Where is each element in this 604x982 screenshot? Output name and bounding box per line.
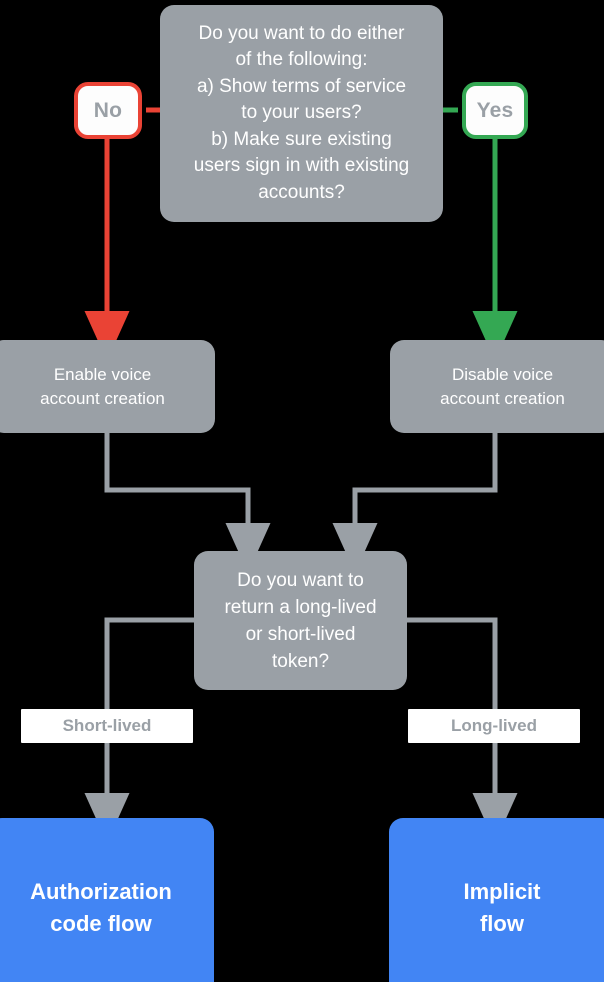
edge-badge-yes-label: Yes bbox=[476, 98, 514, 122]
edge-badge-yes[interactable]: Yes bbox=[462, 82, 528, 139]
decision-node-token-lifetime[interactable]: Do you want to return a long-lived or sh… bbox=[194, 551, 407, 690]
edge-label-short-lived: Short-lived bbox=[21, 709, 193, 743]
edge-badge-no-label: No bbox=[93, 98, 123, 122]
edge-badge-no[interactable]: No bbox=[74, 82, 142, 139]
enable-box-text: Enable voice account creation bbox=[40, 364, 165, 408]
terminal-node-implicit-flow[interactable]: Implicit flow bbox=[389, 818, 604, 982]
edge-enable-to-token bbox=[104, 433, 271, 573]
process-node-enable-voice-account-creation[interactable]: Enable voice account creation bbox=[0, 340, 215, 433]
auth-box-text: Authorization code flow bbox=[30, 879, 172, 936]
terminal-node-authorization-code-flow[interactable]: Authorization code flow bbox=[0, 818, 214, 982]
decision-node-terms-or-existing-accounts[interactable]: Do you want to do either of the followin… bbox=[160, 5, 443, 222]
edge-label-short-lived-text: Short-lived bbox=[62, 716, 152, 735]
implicit-box-text: Implicit flow bbox=[463, 879, 541, 936]
edge-label-long-lived: Long-lived bbox=[408, 709, 580, 743]
edge-disable-to-token bbox=[332, 433, 498, 573]
process-node-disable-voice-account-creation[interactable]: Disable voice account creation bbox=[390, 340, 604, 433]
disable-box-text: Disable voice account creation bbox=[440, 364, 565, 408]
decision-top-text: Do you want to do either of the followin… bbox=[193, 22, 410, 203]
decision-token-text: Do you want to return a long-lived or sh… bbox=[224, 569, 377, 672]
edge-label-long-lived-text: Long-lived bbox=[451, 716, 537, 735]
